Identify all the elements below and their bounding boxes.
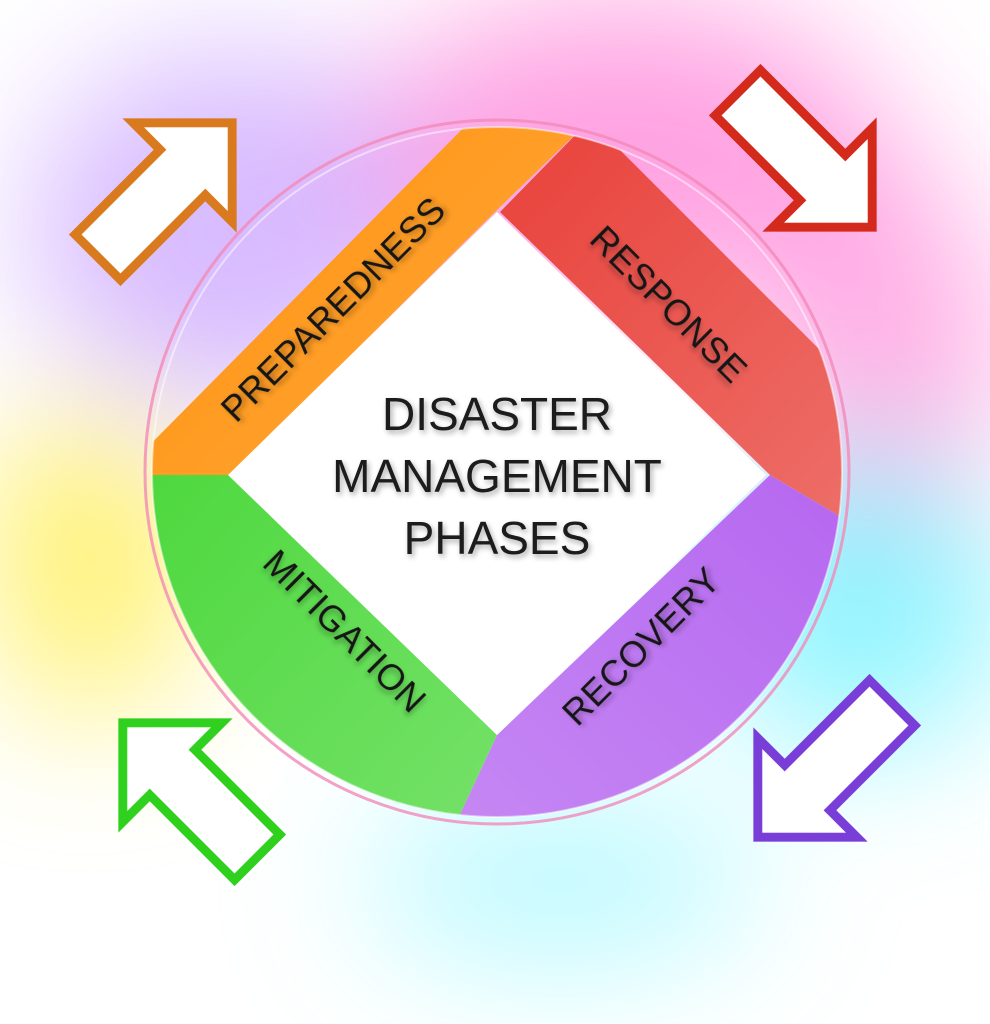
center-diamond	[228, 212, 766, 735]
title-line-3: PHASES	[404, 512, 591, 564]
outer-ring	[143, 118, 851, 826]
glow-cyan-bottom	[360, 790, 760, 970]
response-arrow	[708, 63, 877, 232]
preparedness-arrow	[68, 118, 237, 287]
mitigation-arrow	[118, 718, 287, 887]
title-line-2: MANAGEMENT	[332, 450, 662, 502]
preparedness-segment	[152, 127, 590, 475]
inner-ring	[151, 126, 843, 818]
phase-arrows	[68, 63, 922, 887]
recovery-arrow	[753, 673, 922, 842]
response-segment	[500, 127, 842, 540]
glow-yellow	[0, 400, 200, 720]
title-line-1: DISASTER	[382, 388, 612, 440]
center-title: DISASTER MANAGEMENT PHASES	[332, 388, 662, 564]
